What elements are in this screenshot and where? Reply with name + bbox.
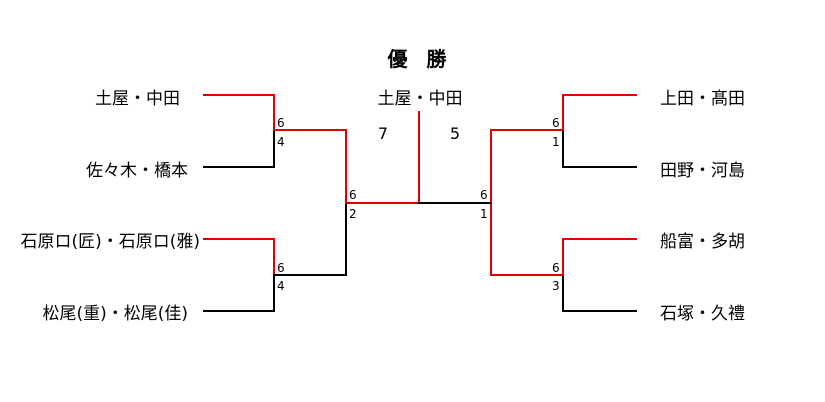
right-team-2-line — [562, 129, 637, 168]
left-team-1-line — [203, 94, 275, 131]
champion-name: 土屋・中田 — [378, 89, 463, 109]
left-team-2-line — [203, 129, 275, 168]
right-team-2: 田野・河島 — [660, 161, 745, 181]
final-score-left: 7 — [378, 124, 388, 143]
right-team-3-line — [562, 238, 637, 276]
left-team-2: 佐々木・橋本 — [86, 161, 188, 181]
right-team-3: 船富・多胡 — [660, 232, 745, 252]
final-score-right: 5 — [450, 124, 460, 143]
right-r1b-score-bottom: 3 — [552, 279, 560, 293]
left-r1b-loser-line — [273, 202, 347, 276]
left-semi-score-top: 6 — [349, 188, 357, 202]
right-team-4: 石塚・久禮 — [660, 304, 745, 324]
left-r1a-score-bottom: 4 — [277, 135, 285, 149]
right-r1b-winner-line — [490, 202, 564, 276]
right-r1a-score-bottom: 1 — [552, 135, 560, 149]
left-r1a-winner-line — [273, 129, 347, 204]
left-semi-score-bottom: 2 — [349, 207, 357, 221]
title: 優 勝 — [387, 47, 453, 71]
right-team-4-line — [562, 274, 637, 312]
right-r1b-score-top: 6 — [552, 261, 560, 275]
right-semi-score-top: 6 — [480, 188, 488, 202]
right-team-1: 上田・髙田 — [660, 89, 745, 109]
right-team-1-line — [562, 94, 637, 131]
left-team-1: 土屋・中田 — [95, 89, 180, 109]
right-r1a-score-top: 6 — [552, 116, 560, 130]
left-team-3-line — [203, 238, 275, 276]
left-team-4-line — [203, 274, 275, 312]
left-r1b-score-top: 6 — [277, 261, 285, 275]
right-semi-score-bottom: 1 — [480, 207, 488, 221]
left-team-3: 石原ロ(匠)・石原ロ(雅) — [20, 232, 200, 252]
left-r1b-score-bottom: 4 — [277, 279, 285, 293]
right-r1a-winner-line — [490, 129, 564, 204]
left-r1a-score-top: 6 — [277, 116, 285, 130]
left-team-4: 松尾(重)・松尾(佳) — [42, 304, 188, 324]
